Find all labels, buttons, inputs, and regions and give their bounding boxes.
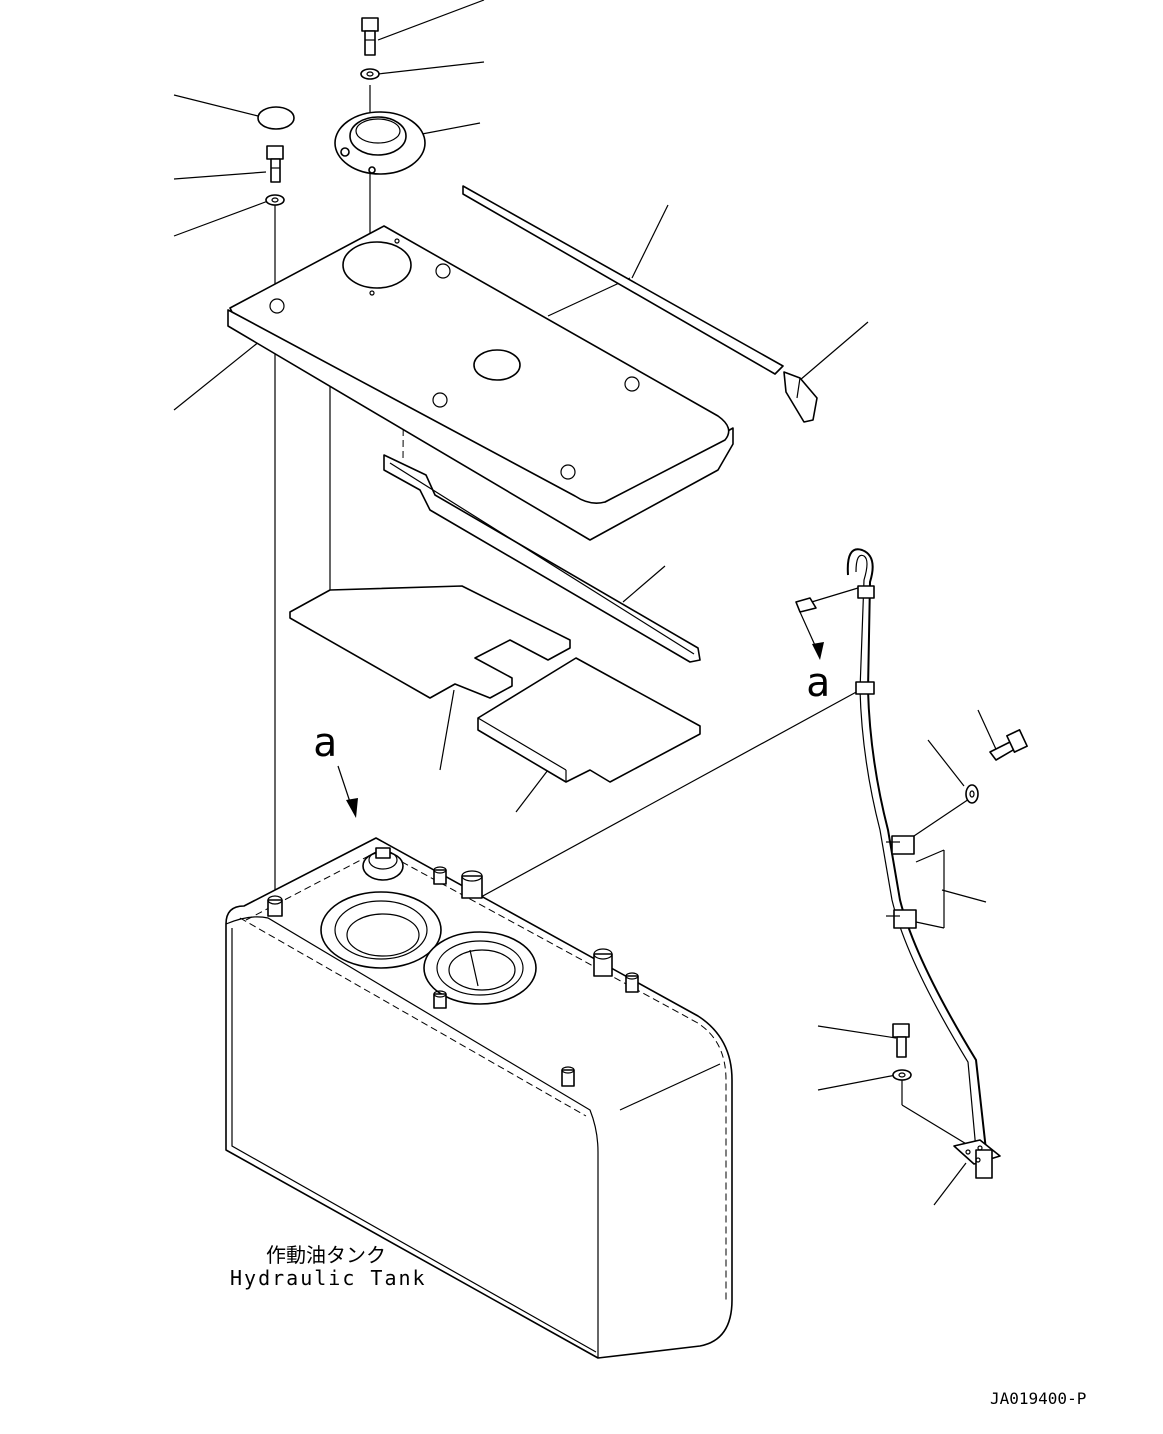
view-arrow-a-upper <box>799 611 824 660</box>
pipe-clip-top <box>795 597 817 613</box>
tank-label-en: Hydraulic Tank <box>230 1266 427 1290</box>
leader-lines <box>173 0 1001 1206</box>
view-label-a-lower: a <box>313 720 337 766</box>
pipe-clamp <box>886 835 917 929</box>
bolt-left <box>266 145 284 183</box>
seal-end-block <box>783 371 818 423</box>
tank-label-jp: 作動油タンク <box>266 1243 386 1267</box>
tank-opening-left <box>320 891 442 969</box>
tank-cap-a <box>362 847 404 881</box>
washer-left <box>265 194 285 206</box>
washer-top <box>360 68 380 80</box>
bolt-right <box>989 729 1028 761</box>
bolt-lower <box>892 1023 910 1058</box>
view-arrow-a-lower <box>337 765 358 818</box>
breather-cap <box>334 111 426 175</box>
seal-strip-lower <box>383 454 701 663</box>
insulation-pad-right <box>477 657 701 783</box>
bolt-top <box>361 17 379 56</box>
tank-opening-right <box>423 931 537 1005</box>
level-gauge-pipe <box>846 548 987 1151</box>
washer-right <box>965 784 979 804</box>
tank-cover <box>227 225 734 541</box>
drawing-code: JA019400-P <box>990 1389 1086 1408</box>
insulation-pad-left <box>289 585 571 699</box>
tank-mount-bosses <box>267 866 639 1087</box>
plug-cap <box>257 106 295 130</box>
washer-lower <box>892 1069 912 1081</box>
seal-strip-top <box>462 185 784 375</box>
view-label-a-upper: a <box>806 660 830 706</box>
pipe-bracket <box>953 1139 1001 1179</box>
